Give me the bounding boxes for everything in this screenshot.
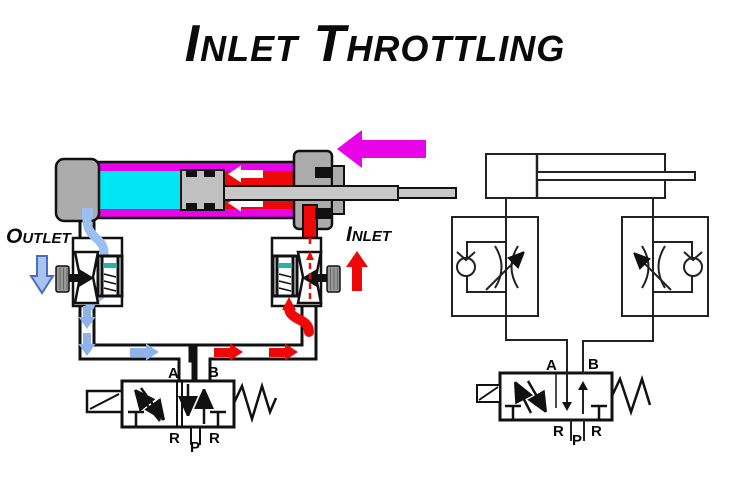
port-r1-label: R [553,423,564,440]
blocked-port-left [505,404,521,419]
spring-icon [610,374,652,416]
spring-icon [232,381,278,424]
check-valve-icon [683,257,703,277]
needle-tip [79,269,94,287]
pipe-lines [505,198,654,414]
inlet-direction-arrow-icon [346,251,368,291]
port-r2-label: R [591,423,602,440]
manifold-divider [188,343,196,363]
port-b-label: B [208,364,219,381]
pneumatic-cylinder [54,149,457,251]
flow-control-symbol-left [451,216,539,317]
push-direction-arrow-icon [337,130,426,168]
rod-gland-bottom [315,208,332,219]
exhaust-down-arrow-2 [78,333,96,356]
port-r2-label: R [209,430,220,447]
check-seal-teal [103,263,117,268]
page-title: Inlet Throttling [184,15,566,73]
flow-control-symbol-right [621,216,709,317]
directional-valve-symbol: A B R P R [85,364,278,456]
check-spring [103,273,117,292]
pipe-flow-arrows [78,306,298,361]
inlet-label: Inlet [346,223,393,246]
port-r1-label: R [169,430,180,447]
port-b-label: B [588,356,599,373]
flow-control-valve-outlet [55,215,124,311]
right-schematic-diagram: A B R P R [451,153,709,449]
port-a-label: A [546,357,557,374]
directional-valve-internals: A B R P R [476,356,652,449]
piston-rod [223,185,399,201]
flow-red-elbow-head [282,297,296,310]
exhaust-right-arrow [130,343,159,361]
check-spring [278,273,292,292]
flow-arrow-white-top [228,165,263,183]
supply-right-arrow-2 [269,343,298,361]
supply-right-arrow-1 [214,343,243,361]
directional-valve-symbol [498,371,614,422]
piston-rod-tip [397,187,457,199]
left-port-fluid [82,208,93,219]
exhaust-down-arrow-1 [78,306,96,329]
piston-seals [186,170,215,210]
blocked-port-right [591,404,607,419]
blocked-port-left [128,410,144,426]
flow-red-elbow [284,304,314,337]
outlet-label: Outlet [6,225,72,248]
blocked-port-right [210,410,226,426]
check-seal-teal [278,263,292,268]
rod-gland-top [315,167,332,178]
cylinder-symbol [485,153,696,199]
left-end-cap [54,157,101,223]
outlet-direction-arrow-icon [29,255,55,295]
check-valve-icon [456,257,476,277]
port-p-label: P [572,432,582,449]
left-cutaway-diagram: Outlet Inlet A B R P R [6,130,457,456]
port-a-label: A [168,365,179,382]
port-p-label: P [190,439,200,456]
flow-control-valve-inlet [270,218,341,337]
rod-symbol [536,171,696,181]
